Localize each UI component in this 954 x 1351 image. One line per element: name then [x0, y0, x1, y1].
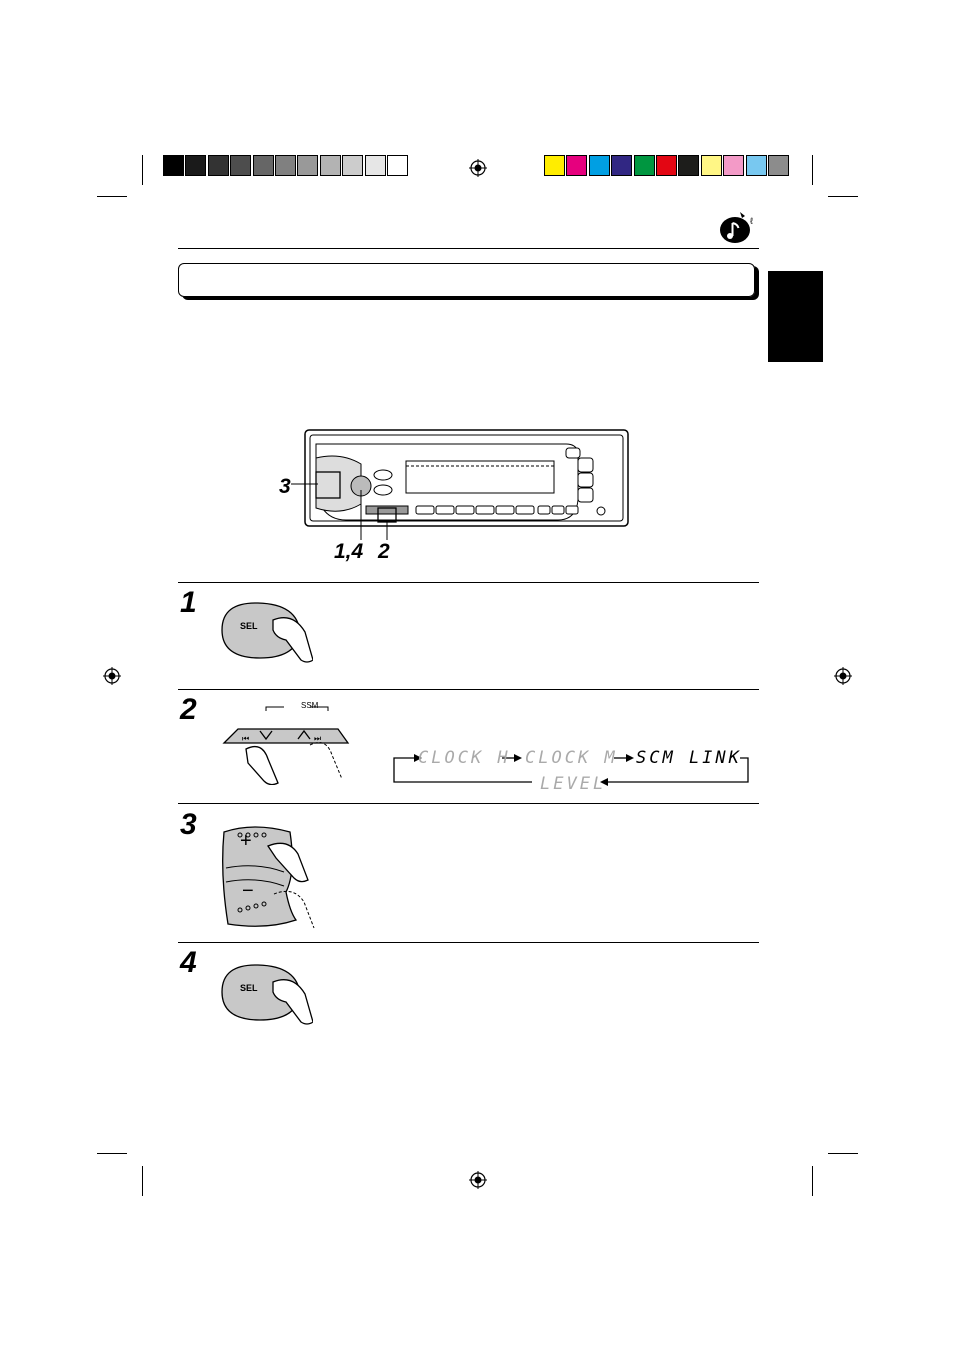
color-swatch [544, 155, 565, 176]
display-item-clock-h: CLOCK H [418, 748, 511, 768]
plus-minus-knob-illustration [222, 826, 315, 929]
svg-text:⏭: ⏭ [314, 734, 321, 743]
svg-text:⏮: ⏮ [242, 734, 249, 743]
crop-mark [812, 1166, 813, 1196]
color-swatch [768, 155, 789, 176]
sel-button-illustration [221, 964, 313, 1025]
gray-swatch [252, 155, 274, 176]
sel-button-label: SEL [240, 621, 258, 631]
color-swatch [588, 155, 610, 176]
step-divider [178, 689, 759, 690]
step-number: 2 [180, 693, 197, 726]
svg-text:ℓ: ℓ [750, 216, 754, 226]
language-tab [768, 271, 823, 362]
step-divider [178, 803, 759, 804]
gray-swatch [207, 155, 229, 176]
gray-swatch [319, 155, 341, 176]
crop-mark [142, 1166, 143, 1196]
registration-mark-bottom [469, 1171, 487, 1189]
gray-swatch [364, 155, 386, 176]
callout-select: 3 [279, 475, 291, 498]
color-swatch [566, 155, 588, 176]
section-title-box [178, 263, 755, 297]
registration-mark-right [834, 667, 852, 685]
plus-label: + [240, 830, 252, 852]
gray-swatch [297, 155, 319, 176]
ssm-label: SSM [301, 701, 319, 710]
header-rule [178, 248, 759, 249]
registration-mark-left [103, 667, 121, 685]
display-item-level: LEVEL [540, 774, 607, 794]
display-item-clock-m: CLOCK M [525, 748, 618, 768]
step-divider [178, 582, 759, 583]
step-number: 1 [180, 586, 197, 619]
registration-mark-top [469, 159, 487, 177]
gray-swatch [342, 155, 364, 176]
color-swatch [611, 155, 633, 176]
crop-mark [97, 1153, 127, 1154]
color-swatch [678, 155, 700, 176]
color-swatch [656, 155, 677, 176]
sel-button-label: SEL [240, 983, 258, 993]
gray-swatch [387, 155, 408, 176]
faceplate-illustration [291, 429, 629, 540]
crop-mark [97, 196, 127, 197]
crop-mark [812, 155, 813, 185]
step-number: 3 [180, 808, 197, 841]
minus-label: − [242, 880, 254, 902]
color-swatch [700, 155, 722, 176]
gray-swatch [275, 155, 296, 176]
step-number: 4 [180, 946, 197, 979]
seek-buttons-illustration: ⏮ ⏭ [222, 706, 350, 785]
color-swatch [745, 155, 767, 176]
callout-seek-step: 2 [378, 540, 390, 563]
gray-swatch [163, 155, 184, 176]
callout-sel-step: 1,4 [334, 540, 364, 563]
gray-swatch [185, 155, 207, 176]
music-note-icon: ℓ [720, 212, 754, 243]
crop-mark [142, 155, 143, 185]
display-item-scm-link: SCM LINK [636, 748, 742, 768]
gray-swatch [230, 155, 252, 176]
step-divider [178, 942, 759, 943]
crop-mark [828, 196, 858, 197]
display-cycle-arrows [393, 754, 749, 786]
color-swatch [723, 155, 745, 176]
crop-mark [828, 1153, 858, 1154]
color-swatch [633, 155, 655, 176]
sel-button-illustration [221, 602, 313, 663]
